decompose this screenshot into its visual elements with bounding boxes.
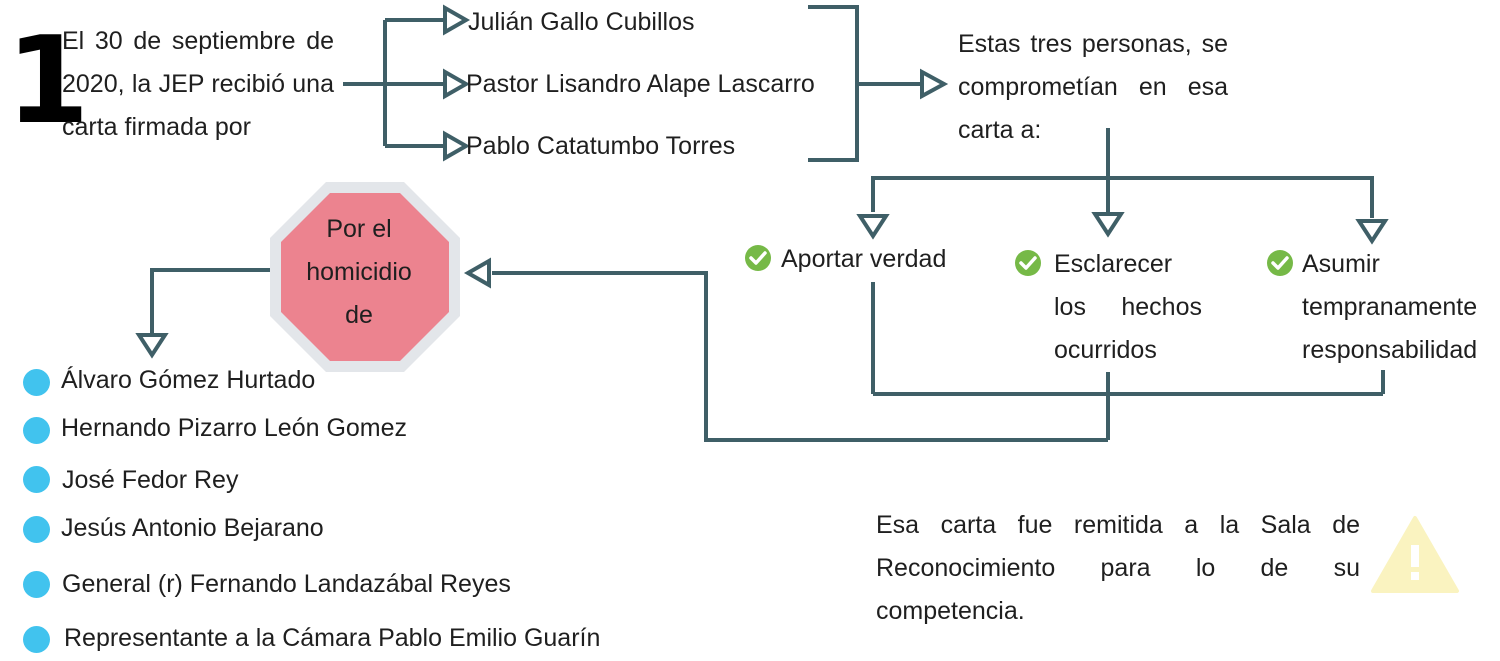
signer-name: Julián Gallo Cubillos (468, 8, 695, 36)
bullet-dot (23, 516, 50, 543)
note-line: Reconocimiento para lo de su (876, 554, 1360, 582)
commitment-line: Estas tres personas, se (958, 30, 1228, 58)
intro-line: carta firmada por (62, 113, 251, 141)
stop-sign-line: Por el (326, 215, 392, 243)
commitment-item: Esclarecer los hechos ocurridos (1054, 243, 1202, 372)
intro-line: 2020, la JEP recibió una (62, 70, 334, 98)
stop-octagon-icon (270, 182, 460, 372)
commitment-item-line: los hechos (1054, 293, 1202, 321)
commitment-item: Asumir tempranamente responsabilidad (1302, 243, 1477, 372)
victim-name: General (r) Fernando Landazábal Reyes (62, 570, 511, 598)
bullet-dot (23, 571, 50, 598)
bullet-dot (23, 466, 50, 493)
bullet-dot (23, 417, 50, 444)
commitment-item-line: tempranamente (1302, 293, 1478, 321)
check-icon (1015, 250, 1041, 276)
victim-name: Hernando Pizarro León Gomez (61, 414, 408, 442)
note-line: Esa carta fue remitida a la Sala de (876, 511, 1360, 539)
check-icon (745, 245, 771, 271)
stop-sign-line: homicidio (306, 258, 412, 286)
victim-name: José Fedor Rey (62, 466, 239, 494)
victim-name: Jesús Antonio Bejarano (61, 514, 324, 542)
commitment-line: carta a: (958, 116, 1042, 144)
commitment-item: Aportar verdad (781, 245, 947, 273)
bullet-dot (23, 626, 50, 653)
bullet-dot (23, 369, 50, 396)
signer-name: Pablo Catatumbo Torres (466, 132, 736, 160)
victim-name: Álvaro Gómez Hurtado (61, 366, 316, 394)
intro-line: El 30 de septiembre de (62, 27, 334, 55)
step-number: 1 (6, 12, 90, 151)
warning-icon (1371, 516, 1459, 593)
victim-name: Representante a la Cámara Pablo Emilio G… (64, 624, 601, 652)
intro-text: El 30 de septiembre de 2020, la JEP reci… (62, 20, 334, 149)
commitment-line: comprometían en esa (958, 73, 1228, 101)
commitment-item-line: Asumir (1302, 250, 1380, 278)
stop-sign-text: Por el homicidio de (299, 208, 419, 337)
commitment-item-line: responsabilidad (1302, 336, 1478, 364)
commitment-item-line: Esclarecer (1054, 250, 1173, 278)
stop-sign-line: de (345, 301, 373, 329)
note-text: Esa carta fue remitida a la Sala de Reco… (876, 504, 1360, 633)
note-line: competencia. (876, 597, 1025, 625)
check-icon (1267, 250, 1293, 276)
commitment-intro: Estas tres personas, se comprometían en … (958, 23, 1228, 152)
signer-name: Pastor Lisandro Alape Lascarro (466, 70, 815, 98)
commitment-item-line: ocurridos (1054, 336, 1157, 364)
